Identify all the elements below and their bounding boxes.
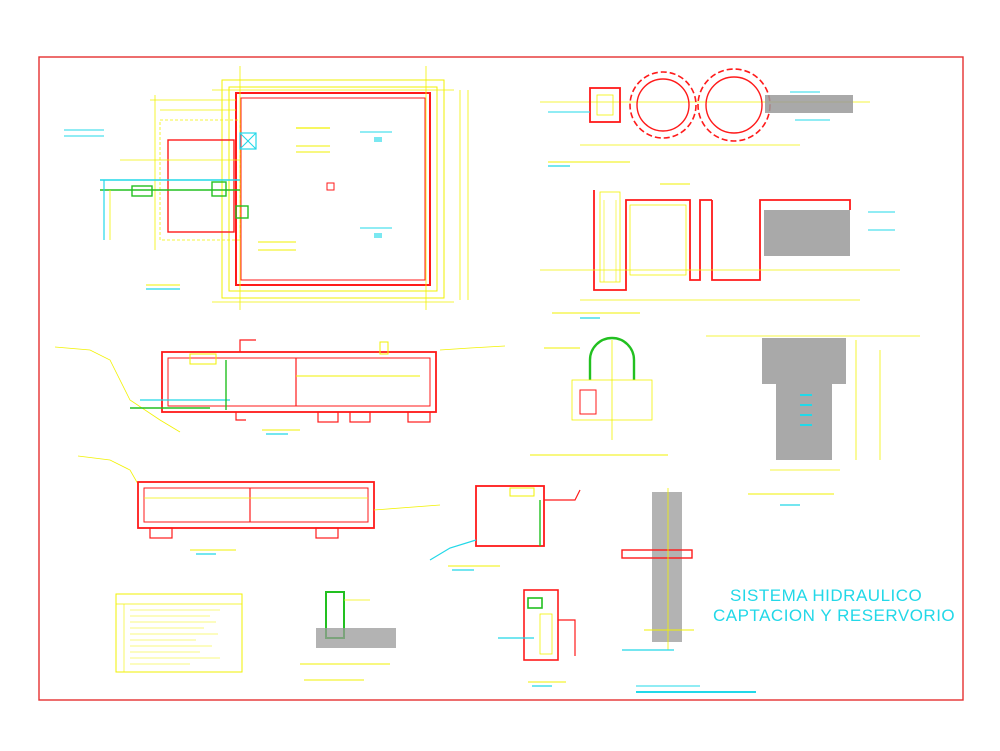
section-a-a xyxy=(54,339,506,435)
column-detail xyxy=(621,488,694,651)
drawing-title-line-1: SISTEMA HIDRAULICO xyxy=(730,586,923,605)
chamber-detail xyxy=(498,589,576,687)
reservoir-plan-view xyxy=(64,66,469,310)
masonry-detail xyxy=(706,335,920,506)
pipe-vent-detail xyxy=(300,591,396,681)
ventilation-detail xyxy=(530,336,668,456)
section-b-b xyxy=(77,455,441,555)
notes-table xyxy=(115,593,243,673)
captation-section xyxy=(540,183,900,319)
valve-box-section xyxy=(429,485,581,571)
circular-tanks-plan xyxy=(540,68,870,167)
drawing-frame xyxy=(38,56,964,701)
drawing-title-line-2: CAPTACION Y RESERVORIO xyxy=(713,606,956,625)
